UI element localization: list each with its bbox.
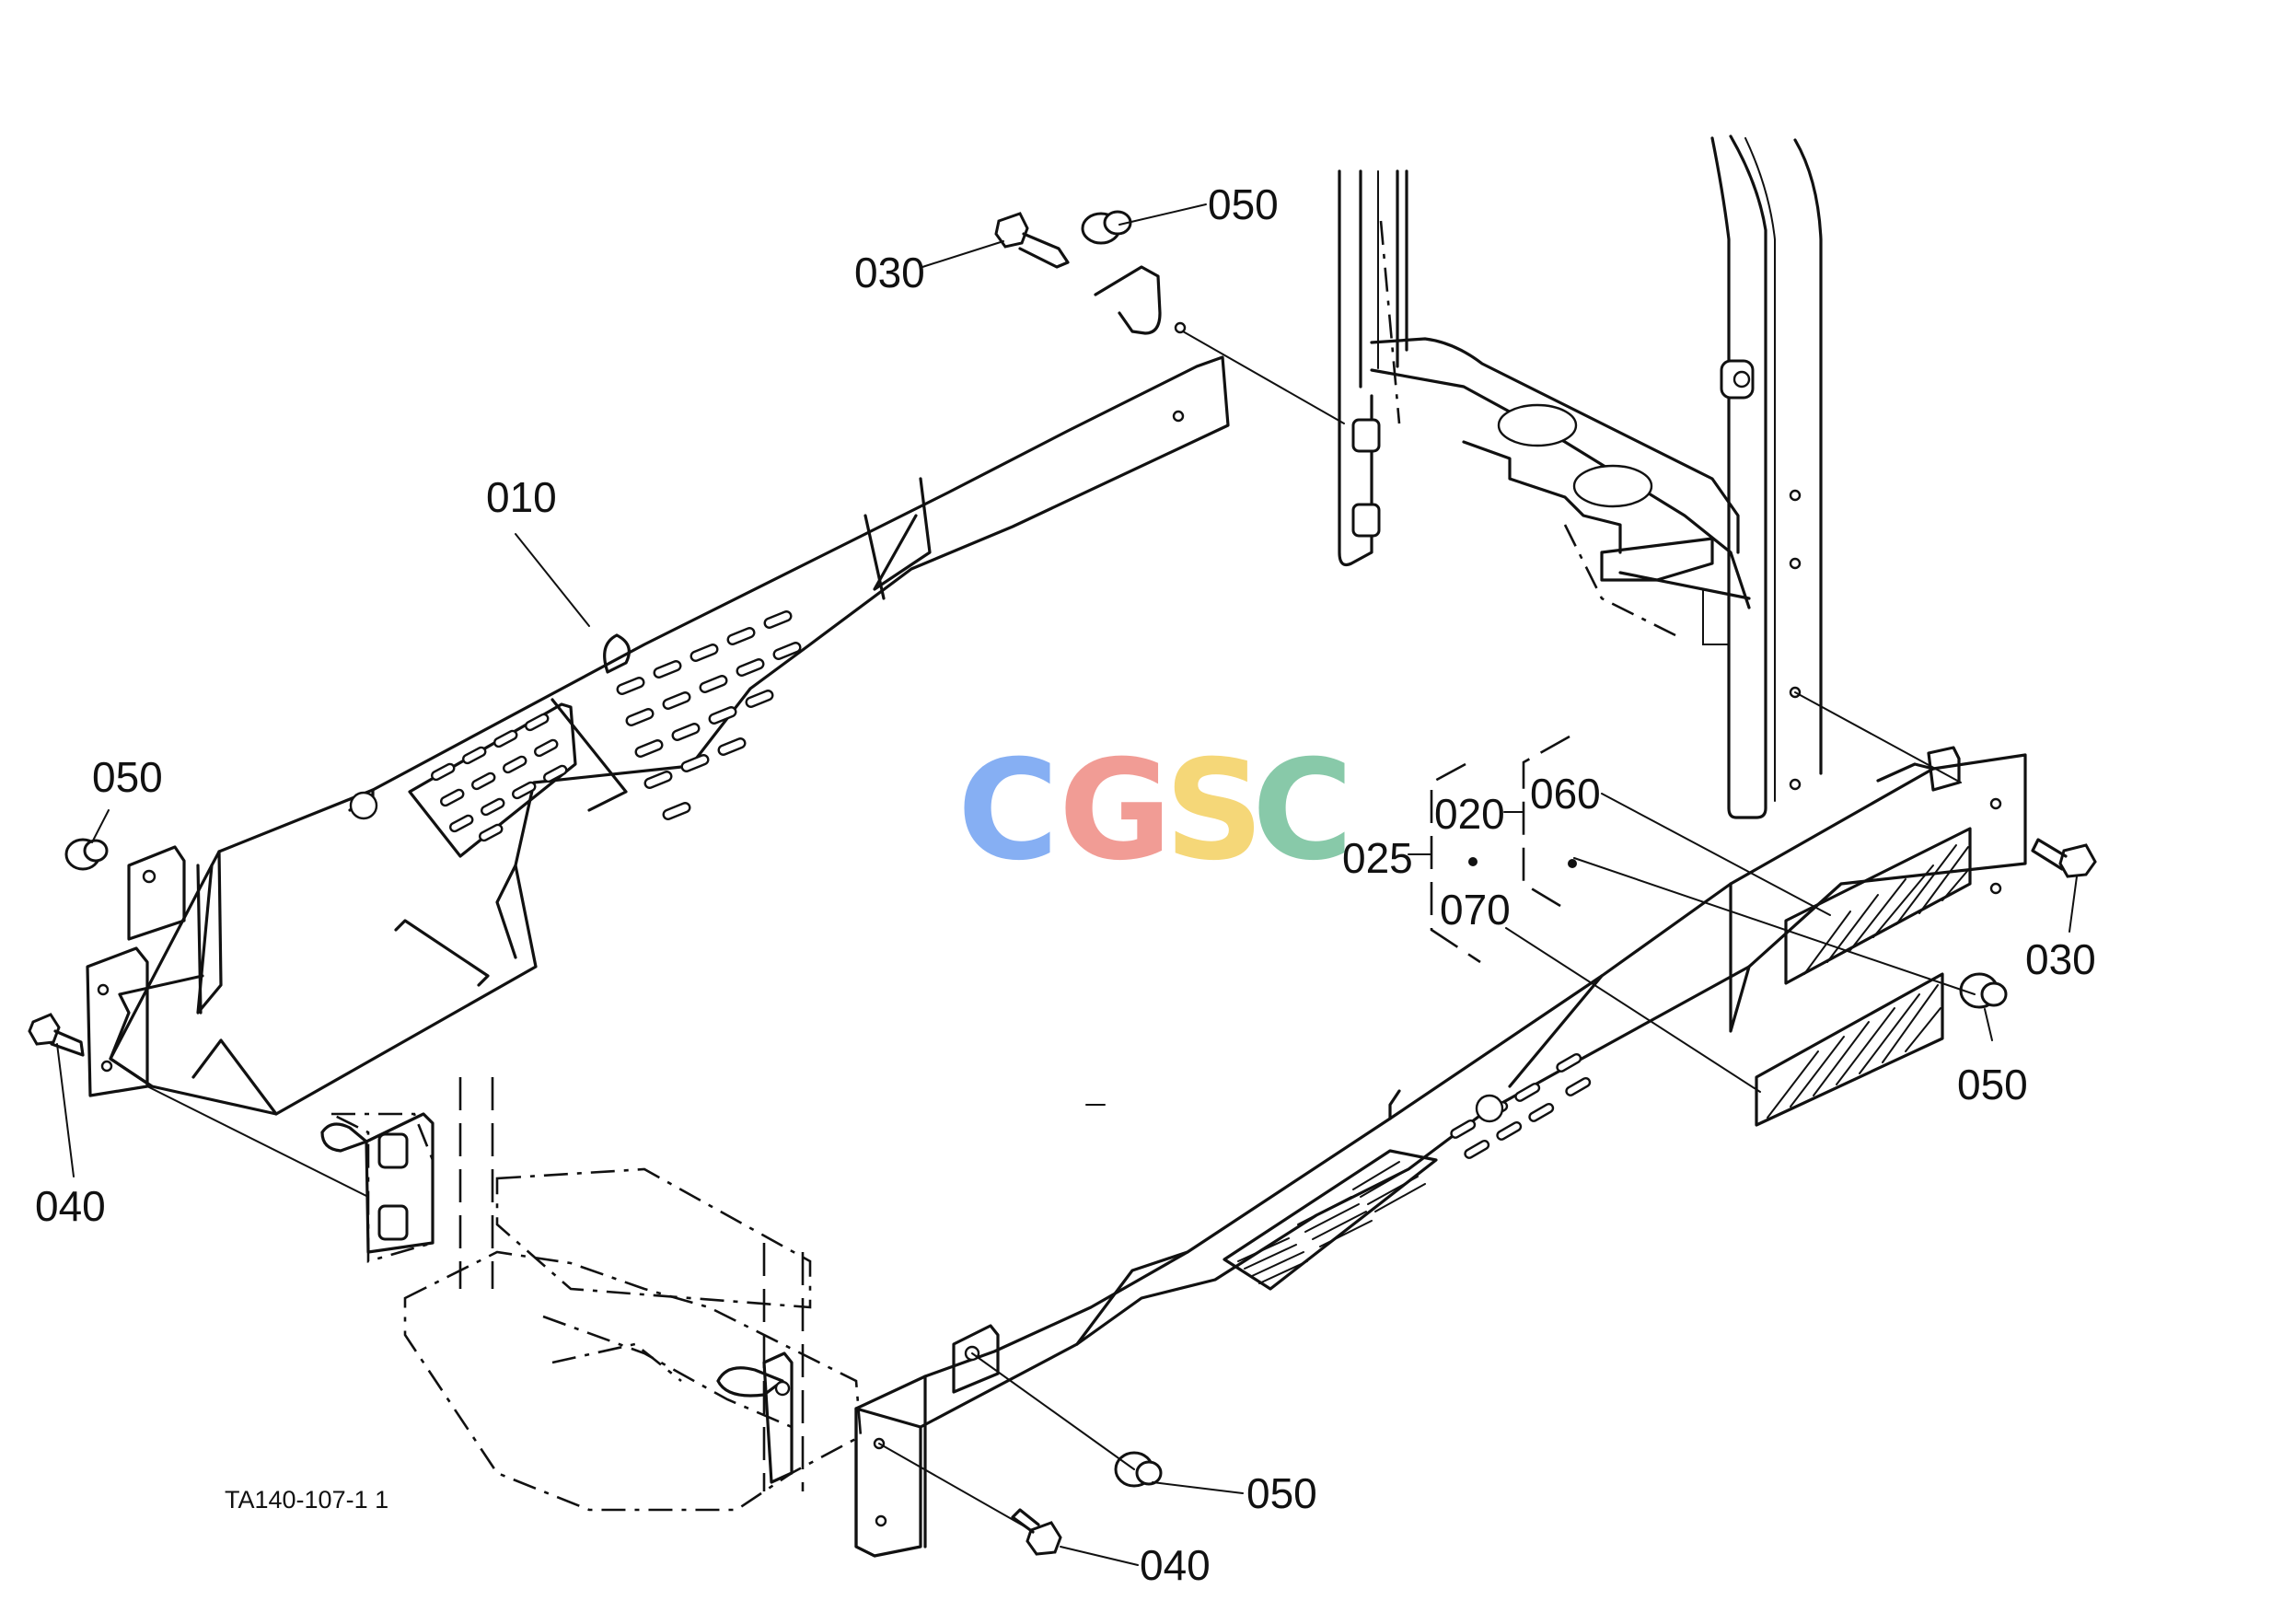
- watermark-logo: C G S C: [957, 731, 1353, 891]
- callout-030-right: 030: [2025, 935, 2096, 983]
- vent-grill-front: [1237, 1161, 1426, 1284]
- watermark-letter-1: C: [957, 731, 1059, 891]
- callout-040-bottom: 040: [1140, 1541, 1211, 1589]
- decal-hatch-upper: [1803, 844, 1969, 975]
- watermark-letter-2: G: [1059, 731, 1172, 891]
- callout-025: 025: [1342, 834, 1413, 882]
- callout-010: 010: [486, 473, 557, 521]
- vent-slots-rear-right: [616, 610, 802, 820]
- callout-labels: 010 030 050 050 040 025 020 060 070 030 …: [35, 180, 2096, 1589]
- label-set-bracket: [1408, 735, 1577, 964]
- callout-030-top: 030: [854, 249, 925, 296]
- bushing-050-left: [64, 838, 109, 871]
- rear-frame-member: [86, 265, 1230, 1116]
- bolt-030-top: [994, 212, 1070, 269]
- callout-050-right: 050: [1957, 1061, 2028, 1108]
- bolt-040-bottom: [1011, 1508, 1062, 1556]
- vent-slots-rear-left: [431, 713, 568, 842]
- front-frame-member: [854, 746, 2027, 1558]
- watermark-letter-3: S: [1165, 731, 1264, 891]
- callout-020: 020: [1434, 790, 1505, 838]
- rops-frame: [1338, 134, 1823, 819]
- drawing-reference-code: TA140-107-1 1: [225, 1486, 388, 1514]
- callout-040-left: 040: [35, 1182, 106, 1230]
- bushing-050-top: [1081, 210, 1132, 245]
- leader-lines: [56, 203, 2078, 1566]
- floor-plate-phantom: [330, 220, 1676, 1512]
- bolt-030-right: [2031, 838, 2097, 878]
- vent-slots-front: [1450, 1052, 1592, 1159]
- callout-050-top: 050: [1208, 180, 1279, 228]
- bushing-050-bottom: [1114, 1451, 1163, 1488]
- callout-050-bottom: 050: [1246, 1469, 1317, 1517]
- callout-070: 070: [1440, 886, 1511, 934]
- decal-hatch-lower: [1767, 984, 1941, 1119]
- watermark-letter-4: C: [1252, 731, 1353, 891]
- bushing-050-right: [1959, 972, 2008, 1009]
- callout-060: 060: [1530, 770, 1601, 818]
- callout-050-left: 050: [92, 753, 163, 801]
- lower-left-bracket: [320, 1112, 794, 1484]
- bolt-040-left: [28, 1013, 85, 1057]
